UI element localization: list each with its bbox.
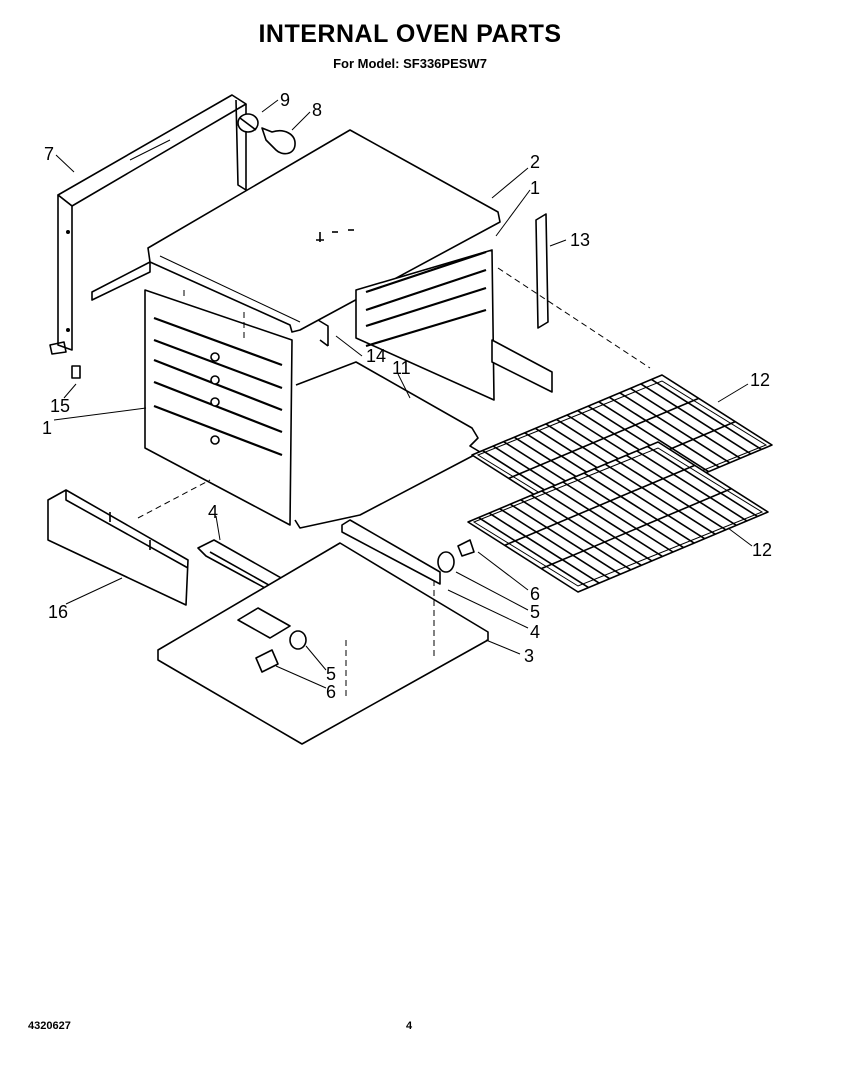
- part-1-right-side-wall: [355, 249, 553, 401]
- callout-leader-lines: [53, 99, 753, 689]
- part-3-bottom-panel: [157, 542, 489, 745]
- callout-6-rear: 6: [530, 584, 540, 604]
- part-9-light-socket: [237, 113, 259, 133]
- left-rear-rail: [91, 261, 151, 301]
- callout-6-front: 6: [326, 682, 336, 702]
- callout-12-lower: 12: [752, 540, 772, 560]
- part-5-rear-roller: [437, 551, 455, 573]
- callout-3: 3: [524, 646, 534, 666]
- part-13-bracket: [535, 213, 549, 329]
- callout-7: 7: [44, 144, 54, 164]
- callout-1-upper: 1: [530, 178, 540, 198]
- page-title: INTERNAL OVEN PARTS: [258, 20, 562, 48]
- callout-13: 13: [570, 230, 590, 250]
- part-4-right-slide-rail: [341, 519, 441, 585]
- part-8-light-bulb: [261, 127, 296, 155]
- part-2-top-panel: [147, 129, 501, 333]
- part-12-lower-rack: [467, 441, 769, 593]
- part-7-side-frame: [49, 94, 247, 355]
- callout-4-left: 4: [208, 502, 218, 522]
- document-number: 4320627: [28, 1020, 71, 1032]
- callout-11: 11: [392, 358, 411, 378]
- callout-15: 15: [50, 396, 70, 416]
- callout-16: 16: [48, 602, 68, 622]
- part-5-front-roller: [289, 630, 307, 650]
- callout-2: 2: [530, 152, 540, 172]
- part-14-clip: [317, 319, 329, 347]
- callout-5-rear: 5: [530, 602, 540, 622]
- part-1-left-side-wall: [144, 289, 293, 526]
- callout-5-front: 5: [326, 664, 336, 684]
- callout-4-right: 4: [530, 622, 540, 642]
- page-number: 4: [406, 1020, 413, 1032]
- callout-12-upper: 12: [750, 370, 770, 390]
- part-11-bottom-liner: [294, 361, 481, 529]
- callout-9: 9: [280, 90, 290, 110]
- callout-14: 14: [366, 346, 386, 366]
- callout-1-lower: 1: [42, 418, 52, 438]
- assembly-guide-lines: [137, 267, 651, 700]
- part-16-broiler-front: [47, 489, 189, 606]
- part-6-front-knob: [255, 649, 279, 673]
- part-6-rear-knob: [457, 539, 475, 557]
- model-subtitle: For Model: SF336PESW7: [333, 56, 487, 71]
- part-15-screw: [71, 365, 81, 379]
- callout-8: 8: [312, 100, 322, 120]
